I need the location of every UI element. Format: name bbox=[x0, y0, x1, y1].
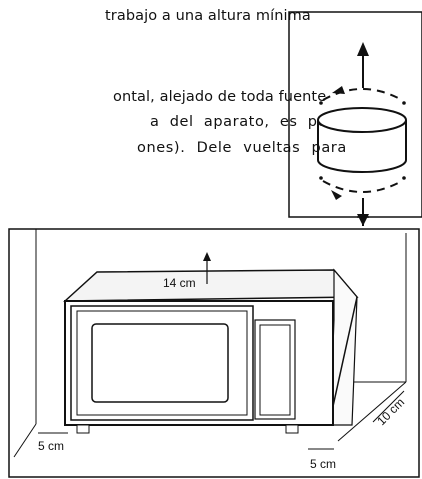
cylinder-body bbox=[317, 120, 407, 173]
microwave-window bbox=[91, 323, 229, 403]
bottom-clearance-label: 5 cm bbox=[310, 457, 336, 471]
rear-clearance-arrow bbox=[372, 390, 405, 423]
body-text-line-2: ontal, alejado de toda fuente bbox=[113, 89, 327, 105]
body-text-line-4: ones). Dele vueltas para bbox=[137, 140, 347, 156]
body-text-line-3: a del aparato, es posible bbox=[150, 114, 364, 130]
bottom-rotation-arc bbox=[322, 180, 403, 193]
microwave-door bbox=[70, 305, 254, 421]
top-arc-arrow-icon bbox=[332, 86, 345, 94]
down-arrow-icon bbox=[357, 214, 369, 226]
cylinder-top bbox=[317, 107, 407, 133]
microwave-top bbox=[63, 269, 359, 302]
control-panel bbox=[254, 319, 296, 420]
clearance-illustration: 14 cm 5 cm 10 cm 5 cm bbox=[8, 228, 420, 478]
left-clearance-label: 5 cm bbox=[38, 439, 64, 453]
top-clearance-arrow-icon bbox=[203, 252, 211, 261]
rear-clearance-label: 10 cm bbox=[374, 395, 407, 428]
rotation-illustration bbox=[288, 11, 422, 226]
microwave-foot bbox=[76, 424, 90, 434]
rotation-frame bbox=[288, 11, 422, 218]
clearance-frame bbox=[8, 228, 420, 478]
up-arrow-icon bbox=[357, 42, 369, 56]
bottom-arc-arrow-icon bbox=[331, 190, 342, 200]
microwave-foot bbox=[285, 424, 299, 434]
top-rotation-arc bbox=[322, 88, 403, 101]
body-text-line-1: trabajo a una altura mínima bbox=[105, 8, 311, 24]
top-clearance-label: 14 cm bbox=[163, 276, 196, 290]
